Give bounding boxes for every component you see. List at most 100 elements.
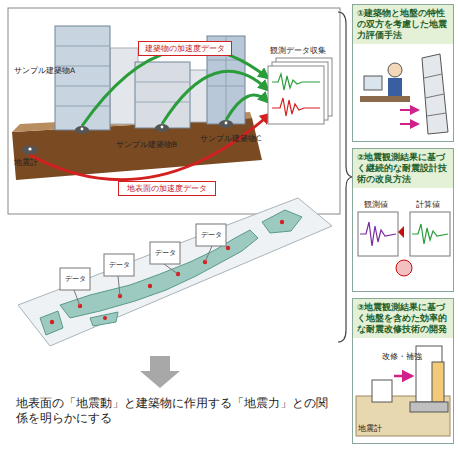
data-card	[205, 246, 212, 262]
seismometer-symbol	[155, 124, 169, 132]
analyst-figure	[400, 123, 418, 125]
card-text: データ	[150, 249, 180, 258]
waveform-sheets	[268, 66, 324, 124]
part-label: サンプル建築物A	[14, 66, 75, 75]
seismometer-symbol	[161, 126, 164, 129]
building-a	[55, 26, 110, 130]
retrofit-figure	[356, 396, 450, 436]
retrofit-figure	[410, 402, 448, 412]
data-card	[104, 254, 134, 276]
japan-map-base	[18, 198, 332, 346]
down-arrow	[140, 356, 180, 388]
scene-panel	[8, 8, 340, 214]
data-card	[74, 290, 80, 306]
caption-text: 地表面の「地震動」と建築物に作用する「地震力」との関係を明らかにする	[16, 396, 334, 426]
down-arrow	[140, 356, 180, 388]
retrofit-figure	[356, 346, 450, 436]
japan-map	[90, 312, 118, 326]
data-card	[118, 276, 120, 296]
analyst-figure	[364, 76, 382, 90]
brace	[338, 12, 352, 342]
data-flow-arrow	[30, 114, 270, 180]
building-a	[55, 46, 110, 47]
method-box: ③地震観測結果に基づく地盤を含めた効率的な耐震改修技術の開発	[352, 298, 454, 444]
waveform-sheets	[268, 58, 332, 124]
seismometer-symbol	[81, 128, 84, 131]
part-label: 地震計	[14, 158, 38, 167]
station-marker	[280, 220, 284, 224]
deforming-building	[424, 74, 442, 78]
waveform-sheets	[272, 74, 320, 90]
seismometer-symbol	[28, 147, 31, 150]
building-a	[55, 86, 110, 87]
part-label: 地震計	[358, 424, 382, 433]
analyst-figure	[400, 109, 418, 111]
data-card	[150, 242, 180, 264]
deforming-building	[425, 94, 444, 98]
box-text: ①建築物と地盤の特性の双方を考慮した地震力評価手法	[353, 5, 453, 44]
building-b	[135, 82, 190, 83]
waveform-compare	[358, 212, 450, 276]
japan-map	[40, 210, 302, 335]
box-text: ②地震観測結果に基づく継続的な耐震設計技術の改良方法	[353, 149, 453, 188]
part-label: サンプル建築物B	[116, 140, 177, 149]
data-flow-arrow	[162, 71, 268, 124]
waveform-compare	[358, 212, 398, 256]
building-b	[135, 62, 190, 128]
card-text: データ	[196, 231, 226, 240]
seismometer-symbol	[22, 146, 38, 155]
deforming-building	[422, 54, 448, 134]
scene-panel	[8, 8, 340, 214]
data-flow-arrow	[82, 48, 268, 126]
part-label: 観測値	[364, 200, 388, 209]
japan-map-base	[18, 198, 332, 346]
building-c	[207, 86, 245, 87]
data-label-box: 地表面の加速度データ	[118, 181, 216, 196]
deforming-building	[427, 113, 446, 116]
waveform-sheets	[272, 98, 320, 116]
retrofit-figure	[372, 380, 392, 402]
japan-map	[262, 210, 302, 233]
building-b	[135, 102, 190, 103]
japan-map	[60, 230, 258, 318]
retrofit-figure	[394, 375, 412, 378]
seismometer-symbol	[75, 126, 89, 134]
data-card	[196, 224, 226, 246]
waveform-compare	[360, 222, 396, 246]
waveform-compare	[398, 226, 404, 238]
brace	[338, 12, 352, 342]
station-marker	[103, 316, 107, 320]
data-label-box: 建築物の加速度データ	[138, 41, 232, 56]
analyst-figure	[360, 96, 410, 102]
method-box: ②地震観測結果に基づく継続的な耐震設計技術の改良方法	[352, 148, 454, 292]
box-text: ③地震観測結果に基づく地盤を含めた効率的な耐震改修技術の開発	[353, 299, 453, 338]
data-card	[164, 264, 178, 274]
station-marker	[148, 284, 152, 288]
part-label: 改修・補強	[382, 352, 422, 361]
card-text: データ	[60, 275, 90, 284]
analyst-figure	[388, 63, 402, 77]
analyst-figure	[388, 78, 402, 96]
data-card	[60, 224, 226, 306]
box-text: 地表面の加速度データ	[119, 182, 215, 195]
japan-map	[40, 311, 63, 335]
station-marker	[50, 320, 54, 324]
waveform-compare	[396, 260, 412, 276]
waveform-compare	[410, 212, 450, 256]
deforming-building	[422, 54, 448, 134]
part-label: サンプル建築物C	[200, 134, 261, 143]
station-marker	[50, 220, 284, 324]
method-box: ①建築物と地盤の特性の双方を考慮した地震力評価手法	[352, 4, 454, 142]
building-b	[135, 62, 190, 128]
part-label: 観測データ収集	[270, 46, 326, 55]
building-a	[55, 26, 110, 130]
part-label: 計算値	[416, 200, 440, 209]
seismometer-symbol	[225, 122, 228, 125]
data-flow-arrow	[226, 95, 268, 120]
waveform-compare	[412, 224, 448, 244]
box-text: 建築物の加速度データ	[139, 42, 231, 55]
data-card	[60, 268, 90, 290]
card-text: データ	[104, 261, 134, 270]
retrofit-figure	[432, 362, 444, 402]
